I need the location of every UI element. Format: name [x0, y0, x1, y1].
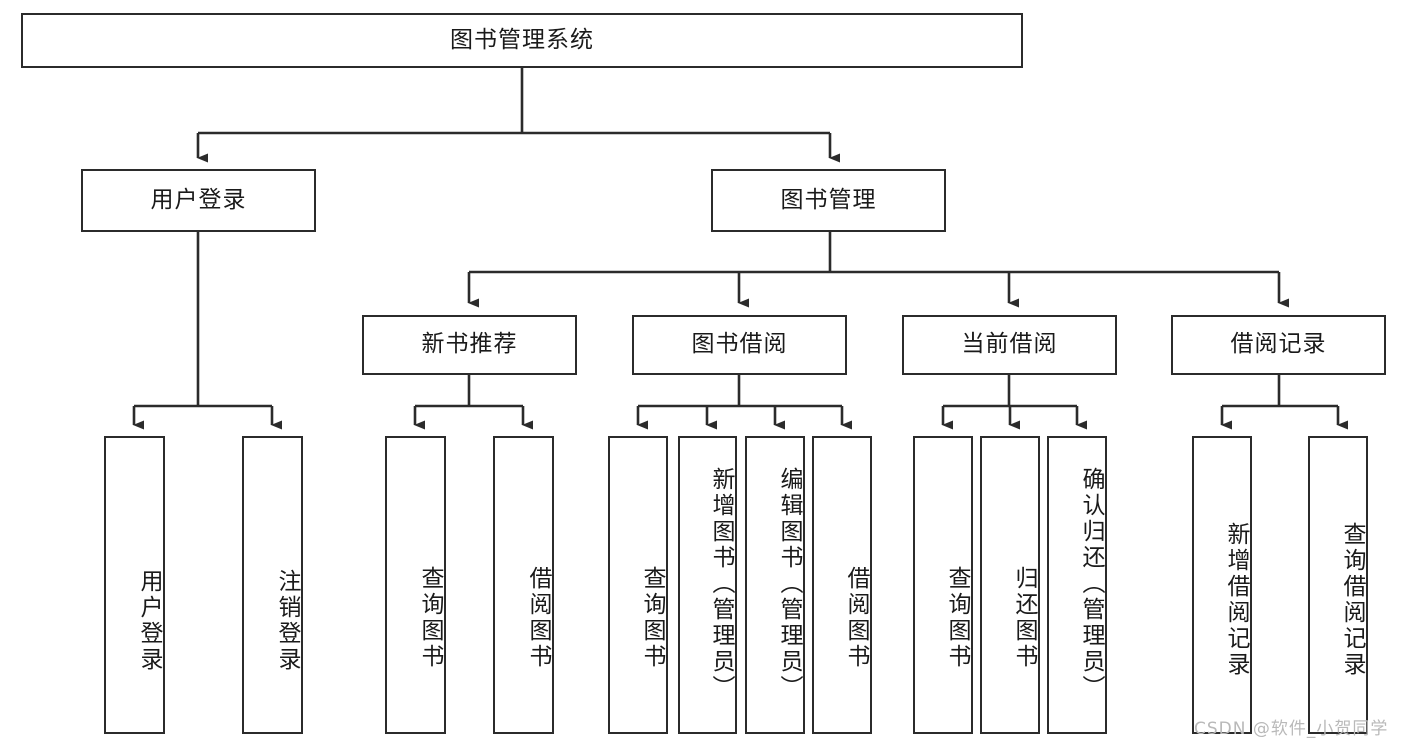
node-leaf-borrow-book-2[interactable]: 借阅图书 [812, 436, 872, 734]
node-book-manage[interactable]: 图书管理 [711, 169, 946, 232]
node-new-book-recommend-label: 新书推荐 [421, 331, 518, 358]
node-leaf-add-record[interactable]: 新增借阅记录 [1192, 436, 1252, 734]
watermark: CSDN @软件_小贺同学 [1194, 719, 1389, 739]
node-leaf-return-book-label: 归还图书 [1011, 566, 1037, 670]
node-leaf-borrow-book-2-label: 借阅图书 [843, 566, 869, 670]
node-leaf-borrow-book-1-label: 借阅图书 [525, 566, 551, 670]
node-book-manage-label: 图书管理 [780, 186, 877, 213]
node-user-login[interactable]: 用户登录 [81, 169, 316, 232]
node-leaf-user-login-label: 用户登录 [136, 569, 162, 673]
node-leaf-confirm-return[interactable]: 确认归还（管理员） [1047, 436, 1107, 734]
node-leaf-query-record-label: 查询借阅记录 [1339, 522, 1365, 678]
node-borrow-record-label: 借阅记录 [1230, 331, 1327, 358]
node-leaf-user-logout[interactable]: 注销登录 [242, 436, 303, 734]
node-root-label: 图书管理系统 [450, 26, 594, 53]
node-book-borrow[interactable]: 图书借阅 [632, 315, 847, 375]
node-leaf-return-book[interactable]: 归还图书 [980, 436, 1040, 734]
node-leaf-user-login[interactable]: 用户登录 [104, 436, 165, 734]
node-leaf-add-book-label: 新增图书（管理员） [708, 467, 734, 701]
node-current-borrow[interactable]: 当前借阅 [902, 315, 1117, 375]
node-leaf-edit-book-label: 编辑图书（管理员） [776, 467, 802, 701]
node-user-login-label: 用户登录 [150, 186, 247, 213]
node-leaf-add-book[interactable]: 新增图书（管理员） [678, 436, 737, 734]
node-leaf-query-book-1-label: 查询图书 [417, 566, 443, 670]
node-leaf-borrow-book-1[interactable]: 借阅图书 [493, 436, 554, 734]
node-current-borrow-label: 当前借阅 [961, 331, 1058, 358]
node-leaf-query-book-1[interactable]: 查询图书 [385, 436, 446, 734]
node-borrow-record[interactable]: 借阅记录 [1171, 315, 1386, 375]
node-leaf-query-book-2-label: 查询图书 [639, 566, 665, 670]
node-leaf-query-book-3[interactable]: 查询图书 [913, 436, 973, 734]
node-new-book-recommend[interactable]: 新书推荐 [362, 315, 577, 375]
node-leaf-add-record-label: 新增借阅记录 [1223, 522, 1249, 678]
node-book-borrow-label: 图书借阅 [691, 331, 788, 358]
node-leaf-confirm-return-label: 确认归还（管理员） [1078, 467, 1104, 701]
node-leaf-query-book-3-label: 查询图书 [944, 566, 970, 670]
node-leaf-query-book-2[interactable]: 查询图书 [608, 436, 668, 734]
node-leaf-user-logout-label: 注销登录 [274, 569, 300, 673]
node-leaf-query-record[interactable]: 查询借阅记录 [1308, 436, 1368, 734]
node-leaf-edit-book[interactable]: 编辑图书（管理员） [745, 436, 805, 734]
node-root[interactable]: 图书管理系统 [21, 13, 1023, 68]
